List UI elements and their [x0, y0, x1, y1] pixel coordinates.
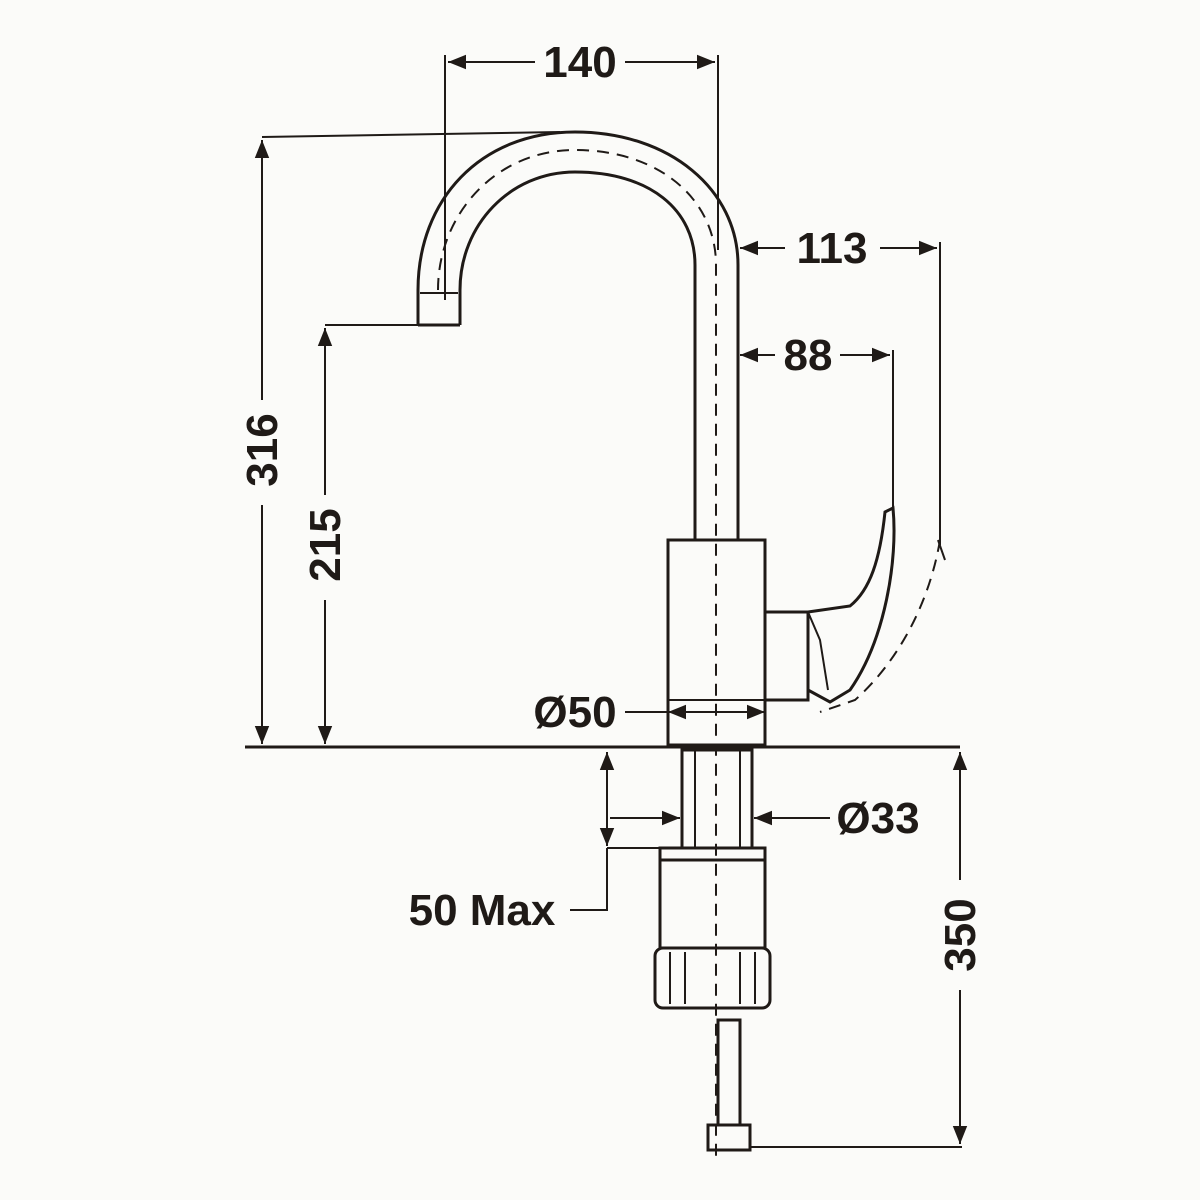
- dim-handle-swing: 113: [740, 224, 941, 545]
- lever-swing-path: [819, 539, 941, 713]
- label-113: 113: [797, 224, 868, 273]
- washer: [658, 846, 767, 862]
- label-316: 316: [238, 413, 287, 486]
- dim-shank-diameter: Ø33: [610, 794, 920, 843]
- dim-deck-thickness: 50 Max: [409, 752, 660, 935]
- dim-hose-length: 350: [750, 752, 985, 1148]
- handle-connector: [763, 610, 810, 702]
- label-140: 140: [543, 38, 616, 87]
- label-215: 215: [301, 508, 350, 581]
- knurled-ring: [653, 946, 772, 1010]
- label-d33: Ø33: [836, 794, 919, 843]
- dim-base-diameter: Ø50: [533, 688, 765, 737]
- supply-hose: [716, 1018, 742, 1127]
- lever-handle: [807, 505, 896, 704]
- label-350: 350: [936, 898, 985, 971]
- dim-spout-reach: 140: [444, 38, 719, 300]
- faucet-outline: [416, 130, 946, 1160]
- label-d50: Ø50: [533, 688, 616, 737]
- spout-inner: [458, 170, 697, 540]
- label-50-max: 50 Max: [409, 886, 556, 935]
- dim-spout-height: 215: [301, 324, 418, 744]
- mount-nut: [658, 858, 767, 950]
- dim-total-height: 316: [238, 131, 561, 744]
- dim-handle-reach: 88: [740, 331, 894, 510]
- label-88: 88: [784, 331, 833, 380]
- hose-fitting: [706, 1123, 752, 1152]
- spout-outer: [416, 130, 740, 540]
